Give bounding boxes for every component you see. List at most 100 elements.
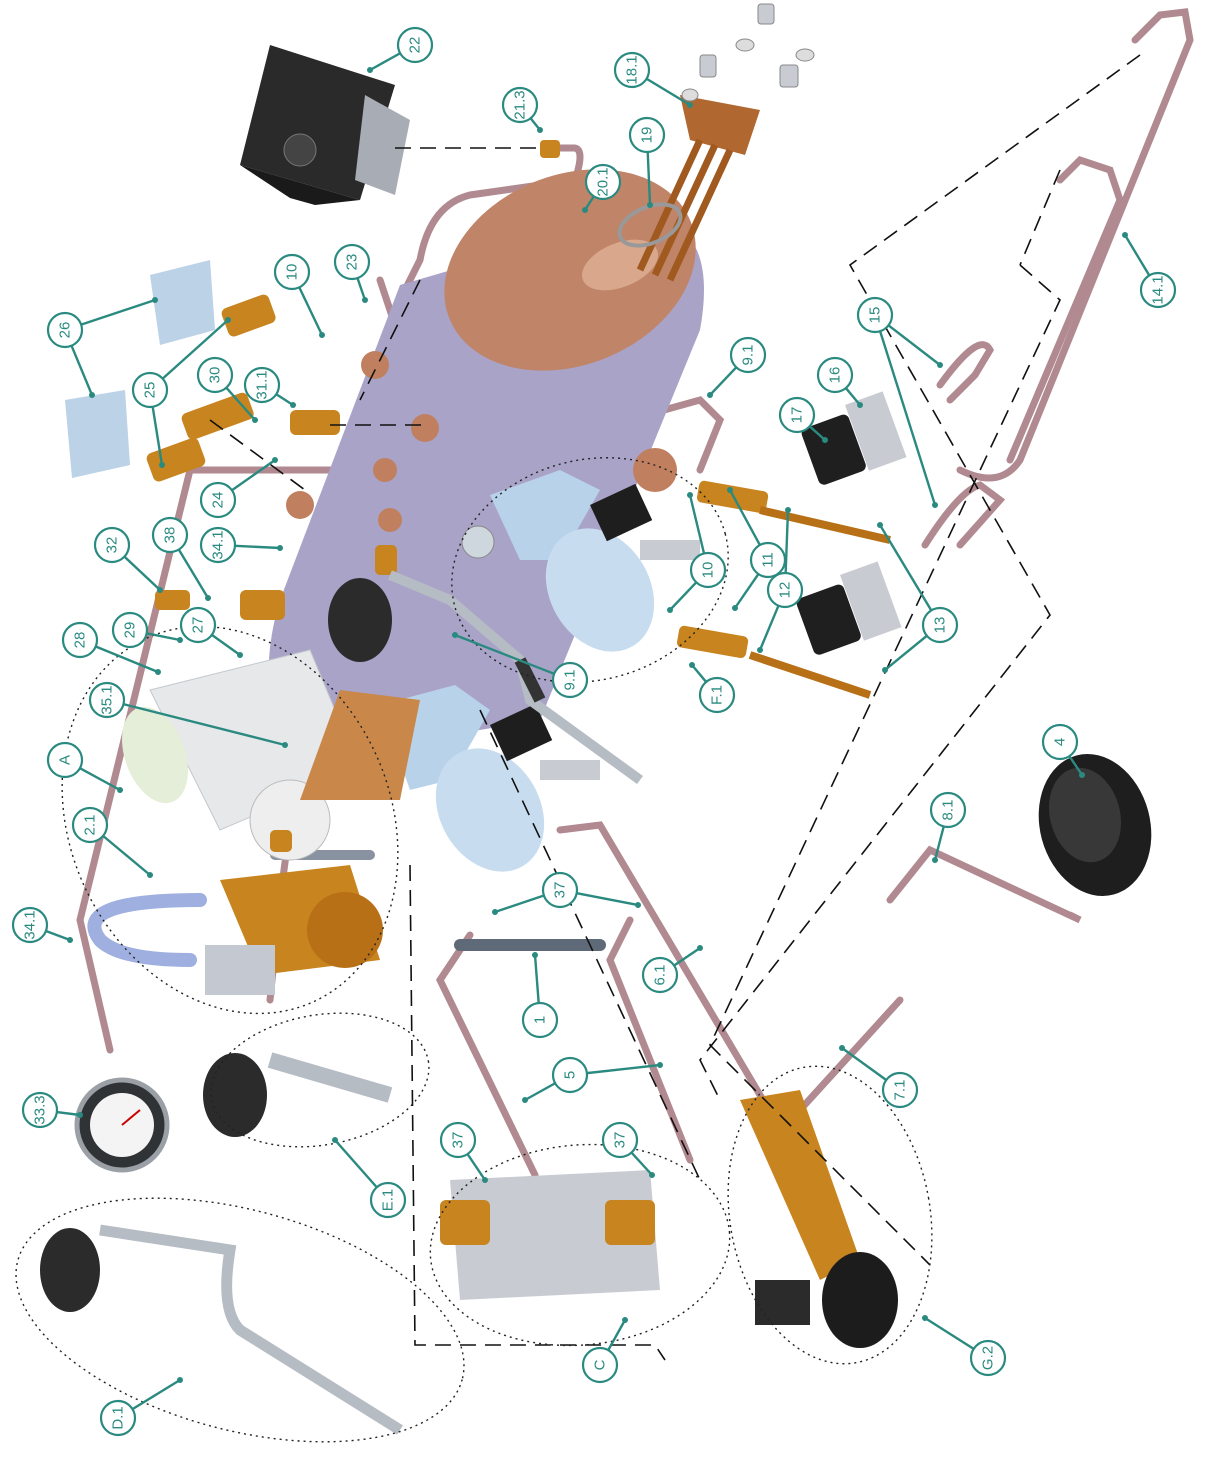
leader-arrow	[225, 317, 231, 323]
leader-arrow	[882, 667, 888, 673]
callout-label: D.1	[110, 1406, 127, 1429]
leader-arrow	[205, 595, 211, 601]
leader-line	[177, 548, 210, 599]
leader-line	[878, 524, 933, 612]
leader-line	[808, 425, 826, 441]
callout-label: 28	[72, 632, 89, 649]
callout-bubble	[46, 741, 84, 779]
leader-arrow	[877, 522, 883, 528]
callout-label: 31.1	[254, 370, 271, 399]
callout-12: 12	[757, 507, 804, 653]
callout-7-1: 7.1	[839, 1045, 919, 1109]
callout-label: 35.1	[99, 685, 116, 714]
leader-arrow	[332, 1137, 338, 1143]
parts-layer	[40, 3, 1194, 1435]
callout-label: 21.3	[512, 90, 529, 119]
callout-32: 32	[93, 526, 163, 593]
leader-arrow	[689, 662, 695, 668]
callout-bubble	[929, 791, 967, 829]
callout-1: 1	[521, 952, 559, 1039]
callout-bubble	[199, 481, 237, 519]
callout-34-1: 34.1	[11, 906, 73, 944]
callout-4: 4	[1041, 723, 1085, 778]
callout-bubble	[243, 366, 281, 404]
callout-bubble	[541, 871, 579, 909]
callout-label: 13	[932, 617, 949, 634]
callout-bubble	[71, 806, 109, 844]
callout-bubble	[369, 1181, 407, 1219]
leader-arrow	[482, 1177, 488, 1183]
leader-arrow	[649, 1172, 655, 1178]
callout-bubble	[46, 311, 84, 349]
callout-19: 19	[628, 116, 666, 208]
callout-label: 22	[407, 37, 424, 54]
leader-arrow	[452, 632, 458, 638]
callout-label: 30	[207, 367, 224, 384]
callout-bubble	[11, 906, 49, 944]
callout-label: E.1	[380, 1189, 397, 1212]
leader-line	[924, 1316, 975, 1350]
callout-26: 26	[46, 297, 158, 398]
callout-bubble	[584, 163, 622, 201]
leader-line	[734, 573, 760, 609]
callout-bubble	[61, 621, 99, 659]
callout-a: A	[46, 741, 123, 793]
callout-label: 32	[104, 537, 121, 554]
callout-label: 10	[284, 264, 301, 281]
leader-line	[1123, 234, 1151, 277]
callout-28: 28	[61, 621, 161, 675]
callout-label: 15	[867, 307, 884, 324]
leader-arrow	[67, 937, 73, 943]
callout-38: 38	[151, 516, 211, 601]
leader-line	[454, 633, 555, 675]
leader-arrow	[157, 587, 163, 593]
leader-arrow	[272, 457, 278, 463]
control-box	[240, 45, 410, 205]
leader-line	[844, 387, 861, 406]
callout-bubble	[521, 1001, 559, 1039]
leader-line	[275, 393, 294, 407]
callout-15: 15	[856, 296, 943, 508]
callout-bubble	[613, 51, 651, 89]
callout-34-1: 34.1	[199, 526, 283, 564]
callout-bubble	[641, 956, 679, 994]
callout-bubble	[333, 243, 371, 281]
callout-label: 24	[210, 492, 227, 509]
callout-label: 14.1	[1150, 275, 1167, 304]
pressure-gauge	[74, 1077, 170, 1173]
callout-6-1: 6.1	[641, 945, 703, 994]
callout-label: 17	[789, 407, 806, 424]
leader-arrow	[252, 417, 258, 423]
callout-e-1: E.1	[332, 1137, 407, 1219]
leader-line	[669, 581, 698, 611]
callout-37: 37	[601, 1121, 655, 1178]
leader-arrow	[839, 1045, 845, 1051]
leader-arrow	[785, 507, 791, 513]
callout-bubble	[1139, 271, 1177, 309]
callout-29: 29	[111, 611, 183, 649]
leader-arrow	[622, 1317, 628, 1323]
callout-label: 37	[612, 1132, 629, 1149]
leader-arrow	[319, 332, 325, 338]
leader-line	[887, 324, 941, 366]
callout-label: 9.1	[740, 345, 757, 366]
leader-line	[533, 954, 540, 1004]
leader-line	[369, 52, 401, 72]
leader-line	[123, 703, 286, 747]
leader-arrow	[362, 297, 368, 303]
leader-arrow	[667, 607, 673, 613]
callout-bubble	[816, 356, 854, 394]
callout-c: C	[581, 1317, 628, 1384]
callout-2-1: 2.1	[71, 806, 153, 878]
callout-label: 4	[1052, 738, 1069, 746]
leader-line	[494, 894, 545, 914]
callout-bubble	[501, 86, 539, 124]
leader-line	[878, 330, 937, 506]
leader-line	[933, 826, 945, 861]
leader-line	[466, 1153, 486, 1181]
drain-valve	[740, 1090, 898, 1348]
leader-arrow	[89, 392, 95, 398]
callout-16: 16	[816, 356, 863, 408]
leader-arrow	[290, 402, 296, 408]
